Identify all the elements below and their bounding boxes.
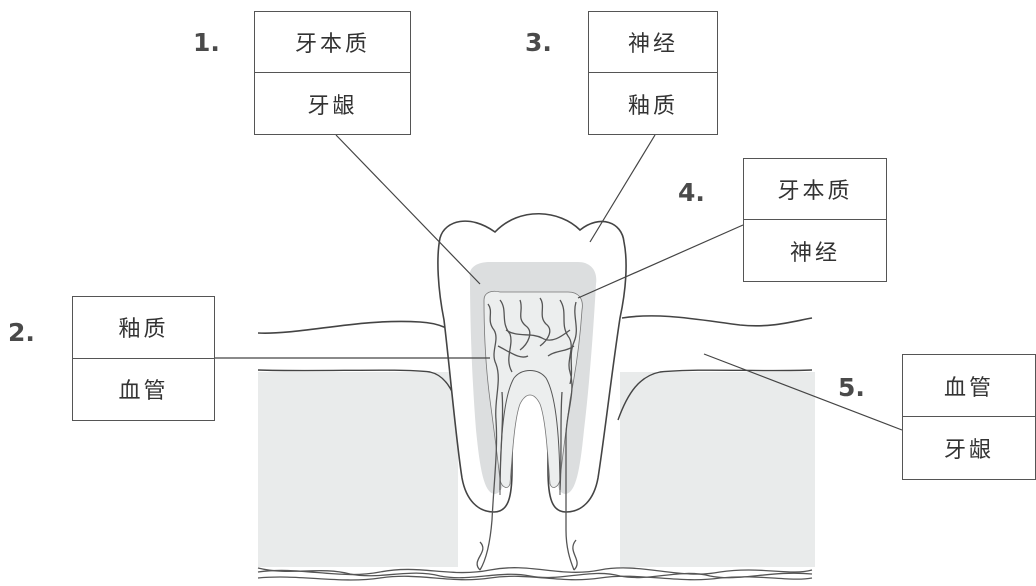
- label-number-1: 1.: [193, 30, 220, 55]
- leader-line-3: [590, 135, 655, 242]
- answer-box-1: 牙本质 牙龈: [254, 11, 411, 135]
- answer-option-3-a[interactable]: 神经: [589, 12, 717, 73]
- answer-option-4-b[interactable]: 神经: [744, 220, 886, 281]
- label-number-3: 3.: [525, 30, 552, 55]
- answer-box-4: 牙本质 神经: [743, 158, 887, 282]
- answer-box-5: 血管 牙龈: [902, 354, 1036, 480]
- answer-option-2-b[interactable]: 血管: [73, 359, 214, 421]
- label-number-4: 4.: [678, 180, 705, 205]
- jaw-bone-right: [620, 372, 815, 567]
- leader-line-1: [336, 135, 480, 284]
- answer-option-4-a[interactable]: 牙本质: [744, 159, 886, 220]
- answer-option-5-b[interactable]: 牙龈: [903, 417, 1035, 479]
- jaw-bone-left: [258, 372, 458, 567]
- answer-option-5-a[interactable]: 血管: [903, 355, 1035, 417]
- answer-option-1-b[interactable]: 牙龈: [255, 73, 410, 134]
- answer-option-1-a[interactable]: 牙本质: [255, 12, 410, 73]
- answer-option-2-a[interactable]: 釉质: [73, 297, 214, 359]
- answer-box-2: 釉质 血管: [72, 296, 215, 421]
- label-number-5: 5.: [838, 375, 865, 400]
- answer-option-3-b[interactable]: 釉质: [589, 73, 717, 134]
- answer-box-3: 神经 釉质: [588, 11, 718, 135]
- label-number-2: 2.: [8, 320, 35, 345]
